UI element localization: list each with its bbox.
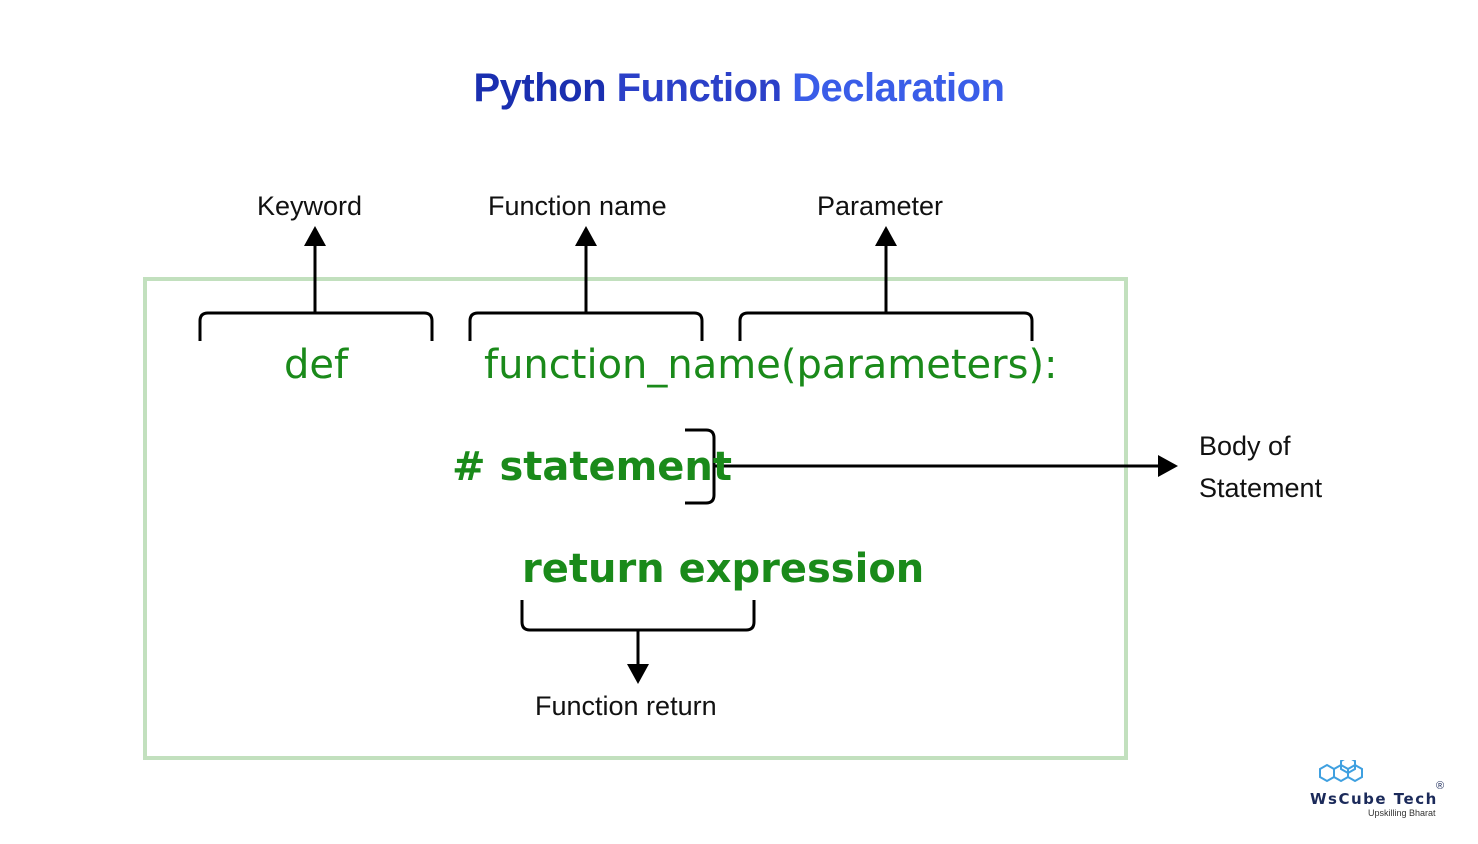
function-return-label: Function return [535, 691, 717, 721]
body-label-line1: Body of [1199, 431, 1291, 461]
code-def-keyword: def [284, 342, 349, 388]
logo-tagline: Upskilling Bharat [1368, 808, 1436, 818]
return-arrow-head [627, 664, 649, 684]
function-name-arrow-head [575, 226, 597, 246]
keyword-arrow-head [304, 226, 326, 246]
body-label-line2: Statement [1199, 473, 1323, 503]
title-word-function: Function [616, 66, 782, 110]
code-block-frame [143, 277, 1128, 760]
function-name-label: Function name [488, 191, 667, 221]
parameter-label: Parameter [817, 191, 944, 221]
title-word-python: Python [473, 66, 607, 110]
brand-logo: WsCube Tech ® Upskilling Bharat [1300, 760, 1450, 822]
title-word-declaration: Declaration [792, 66, 1005, 110]
code-return-expression: return expression [522, 546, 925, 592]
function-name-brace [468, 311, 704, 341]
keyword-label: Keyword [257, 191, 363, 221]
page-title: Python Function Declaration [0, 66, 1478, 111]
keyword-brace [198, 311, 434, 341]
hexagon-logo-icon [1319, 760, 1363, 783]
code-function-signature: function_name(parameters): [484, 342, 1058, 388]
parameter-arrow-head [875, 226, 897, 246]
body-arrow-head [1158, 455, 1178, 477]
logo-wordmark: WsCube Tech [1310, 790, 1438, 808]
parameter-brace [738, 311, 1034, 341]
registered-mark: ® [1436, 780, 1445, 792]
return-brace [520, 600, 756, 632]
code-statement: # statement [452, 444, 733, 490]
